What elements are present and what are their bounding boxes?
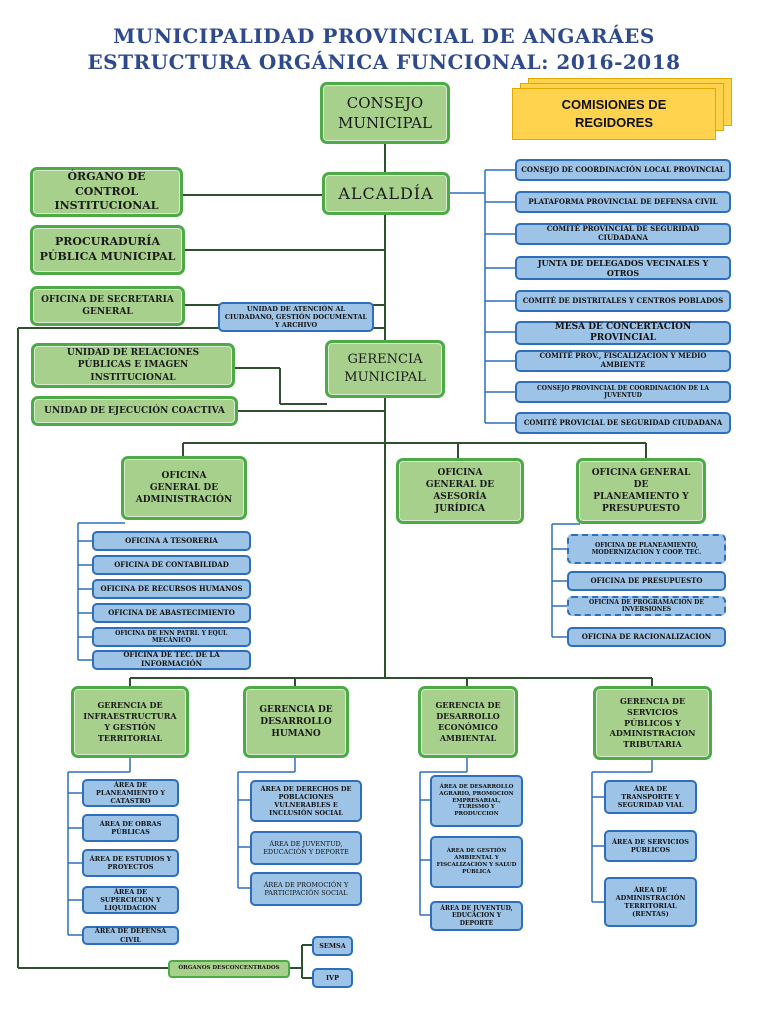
organo-control-box: ÓRGANO DE CONTROL INSTITUCIONAL <box>30 167 183 217</box>
comite-item: COMITÉ PROVINCIAL DE SEGURIDAD CIUDADANA <box>515 223 731 245</box>
plan-unit-item: OFICINA DE PROGRAMACION DE INVERSIONES <box>567 596 726 616</box>
plan-unit-item: OFICINA DE PLANEAMIENTO, MODERNIZACION Y… <box>567 534 726 564</box>
relaciones-publicas-box: UNIDAD DE RELACIONES PÚBLICAS E IMAGEN I… <box>31 343 235 388</box>
economico-unit-item: ÁREA DE GESTIÓN AMBIENTAL Y FISCALIZACIÓ… <box>430 836 523 888</box>
gerencia-infraestructura: GERENCIA DE INFRAESTRUCTURA Y GESTIÓN TE… <box>71 686 189 758</box>
comite-item: PLATAFORMA PROVINCIAL DE DEFENSA CIVIL <box>515 191 731 213</box>
semsa-box: SEMSA <box>312 936 353 956</box>
unidad-atencion-box: UNIDAD DE ATENCIÓN AL CIUDADANO, GESTIÓN… <box>218 302 374 332</box>
gerencia-municipal-box: GERENCIA MUNICIPAL <box>325 340 445 398</box>
economico-unit-item: ÁREA DE JUVENTUD, EDUCACION Y DEPORTE <box>430 901 523 931</box>
comite-item: COMITÉ DE DISTRITALES Y CENTROS POBLADOS <box>515 290 731 312</box>
humano-unit-item: ÁREA DE JUVENTUD, EDUCACIÓN Y DEPORTE <box>250 831 362 865</box>
ejecucion-coactiva-box: UNIDAD DE EJECUCIÓN COACTIVA <box>31 396 238 426</box>
admin-unit-item: OFICINA A TESORERIA <box>92 531 251 551</box>
comite-item: CONSEJO PROVINCIAL DE COORDINACIÓN DE LA… <box>515 381 731 403</box>
admin-unit-item: OFICINA DE TEC. DE LA INFORMACIÓN <box>92 650 251 670</box>
admin-unit-item: OFICINA DE CONTABILIDAD <box>92 555 251 575</box>
alcaldia-box: ALCALDÍA <box>322 172 450 215</box>
servicios-unit-item: ÁREA DE TRANSPORTE Y SEGURIDAD VIAL <box>604 780 697 814</box>
comite-item: COMITÉ PROVICIAL DE SEGURIDAD CIUDADANA <box>515 412 731 434</box>
gerencia-desarrollo-humano: GERENCIA DE DESARROLLO HUMANO <box>243 686 349 758</box>
organos-desconcentrados-box: ÓRGANOS DESCONCENTRADOS <box>168 960 290 978</box>
chart-title-line-2: ESTRUCTURA ORGÁNICA FUNCIONAL: 2016-2018 <box>87 50 681 74</box>
humano-unit-item: ÁREA DE PROMOCIÓN Y PARTICIPACIÓN SOCIAL <box>250 872 362 906</box>
humano-unit-item: ÁREA DE DERECHOS DE POBLACIONES VULNERAB… <box>250 780 362 822</box>
oficina-general-administracion: OFICINA GENERAL DE ADMINISTRACIÓN <box>121 456 247 520</box>
consejo-municipal-box: CONSEJO MUNICIPAL <box>320 82 450 144</box>
plan-unit-item: OFICINA DE RACIONALIZACION <box>567 627 726 647</box>
plan-unit-item: OFICINA DE PRESUPUESTO <box>567 571 726 591</box>
admin-unit-item: OFICINA DE ENN PATRI. Y EQUI. MECÁNICO <box>92 627 251 647</box>
admin-unit-item: OFICINA DE ABASTECIMIENTO <box>92 603 251 623</box>
servicios-unit-item: ÁREA DE ADMINISTRACIÓN TERRITORIAL (RENT… <box>604 877 697 927</box>
secretaria-general-box: OFICINA DE SECRETARIA GENERAL <box>30 286 185 326</box>
comite-item: MESA DE CONCERTACION PROVINCIAL <box>515 321 731 345</box>
procuraduria-box: PROCURADURÍA PÚBLICA MUNICIPAL <box>30 225 185 275</box>
infra-unit-item: ÁREA DE SUPERCICION Y LIQUIDACION <box>82 886 179 914</box>
comite-item: COMITÉ PROV., FISCALIZACION Y MEDIO AMBI… <box>515 350 731 372</box>
oficina-general-planeamiento: OFICINA GENERAL DE PLANEAMIENTO Y PRESUP… <box>576 458 706 524</box>
comite-item: CONSEJO DE COORDINACIÓN LOCAL PROVINCIAL <box>515 159 731 181</box>
gerencia-desarrollo-economico: GERENCIA DE DESARROLLO ECONÓMICO AMBIENT… <box>418 686 518 758</box>
comite-item: JUNTA DE DELEGADOS VECINALES Y OTROS <box>515 256 731 280</box>
oficina-general-asesoria: OFICINA GENERAL DE ASESORÍA JURÍDICA <box>396 458 524 524</box>
infra-unit-item: ÁREA DE ESTUDIOS Y PROYECTOS <box>82 849 179 877</box>
comisiones-de-regidores: COMISIONES DE REGIDORES <box>512 88 716 140</box>
economico-unit-item: ÁREA DE DESARROLLO AGRARIO, PROMOCION EM… <box>430 775 523 827</box>
infra-unit-item: ÁREA DE DEFENSA CIVIL <box>82 926 179 945</box>
admin-unit-item: OFICINA DE RECURSOS HUMANOS <box>92 579 251 599</box>
infra-unit-item: ÁREA DE OBRAS PÚBLICAS <box>82 814 179 842</box>
servicios-unit-item: ÁREA DE SERVICIOS PÚBLICOS <box>604 830 697 862</box>
ivp-box: IVP <box>312 968 353 988</box>
chart-title-line-1: MUNICIPALIDAD PROVINCIAL DE ANGARÁES <box>113 24 655 48</box>
gerencia-servicios-publicos: GERENCIA DE SERVICIOS PÚBLICOS Y ADMINIS… <box>593 686 712 760</box>
infra-unit-item: ÁREA DE PLANEAMIENTO Y CATASTRO <box>82 779 179 807</box>
